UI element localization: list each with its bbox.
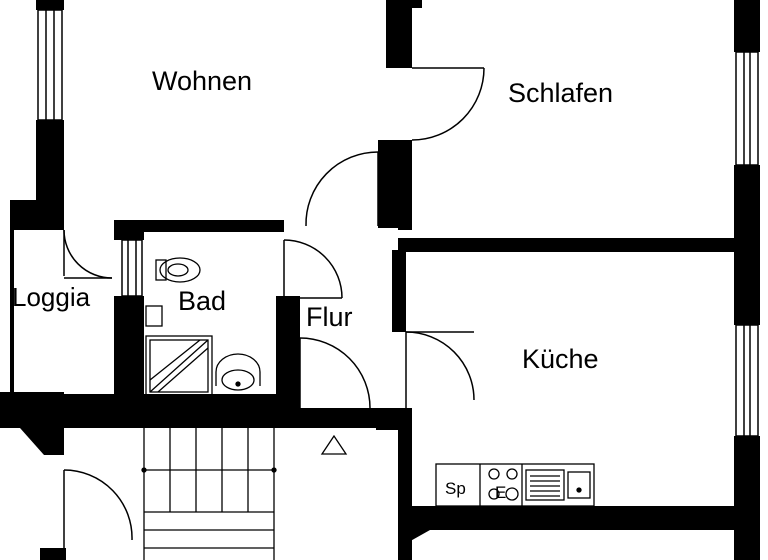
wall-flur-kueche-vertical [398,408,412,548]
room-label-flur: Flur [306,302,353,332]
window-schlafen [735,51,759,166]
wall-stair-top [64,408,376,428]
wall-left-mid [36,120,64,210]
wall-schlafen-kueche [398,238,738,252]
kitchen-fixtures [435,463,595,507]
room-label-kueche: Küche [522,344,599,374]
wall-right-low [734,436,760,560]
stove-label: E [495,483,506,502]
wall-stair-left-low [40,548,66,560]
wall-left-upper [36,0,64,10]
wall-bad-left-lower [114,296,144,406]
wall-stair-left-corner [20,428,64,455]
room-label-bad: Bad [178,286,226,316]
window-wohnen [37,9,63,121]
door-bad[interactable] [283,239,343,299]
room-label-wohnen: Wohnen [152,66,252,96]
up-arrow-icon [320,434,348,455]
window-bad [121,239,143,297]
door-schlafen[interactable] [411,67,485,141]
wall-loggia-bottom [0,392,64,428]
doors [63,67,485,548]
staircase [141,428,348,560]
door-kueche[interactable] [405,331,475,408]
room-labels: Wohnen Schlafen Loggia Bad Flur Küche Sp… [12,66,613,502]
door-stair-left[interactable] [63,469,133,548]
wall-bad-right [276,296,300,428]
room-label-schlafen: Schlafen [508,78,613,108]
wall-kueche-bottom [410,506,760,530]
wall-right-mid [734,165,760,325]
bath-fixtures [145,257,261,397]
sink-icon [215,353,261,391]
wall-loggia-left [10,200,14,396]
shower-icon [145,335,213,397]
wall-bad-left [114,220,144,240]
bath-cabinet [145,305,163,327]
wall-upper-partition [386,0,412,68]
wall-right-top [734,0,760,52]
wall-upper-partition-top [386,0,422,8]
window-kueche [735,324,759,437]
wall-flur-kueche-upper [392,250,406,332]
wall-loggia-top [10,200,64,230]
room-label-loggia: Loggia [12,282,91,312]
wall-bad-top [114,220,284,232]
wall-bottom-stub [398,546,412,560]
wall-partition-stub [398,140,412,230]
sink-drainboard-icon [525,469,591,501]
kitchen-counter [435,463,595,507]
toilet-icon [155,257,201,283]
windows [37,9,759,437]
door-wohnen[interactable] [305,151,379,227]
door-loggia[interactable] [63,229,113,279]
door-entrance[interactable] [299,337,371,409]
stove-burners-icon [488,468,519,501]
fridge-label: Sp [445,479,466,498]
